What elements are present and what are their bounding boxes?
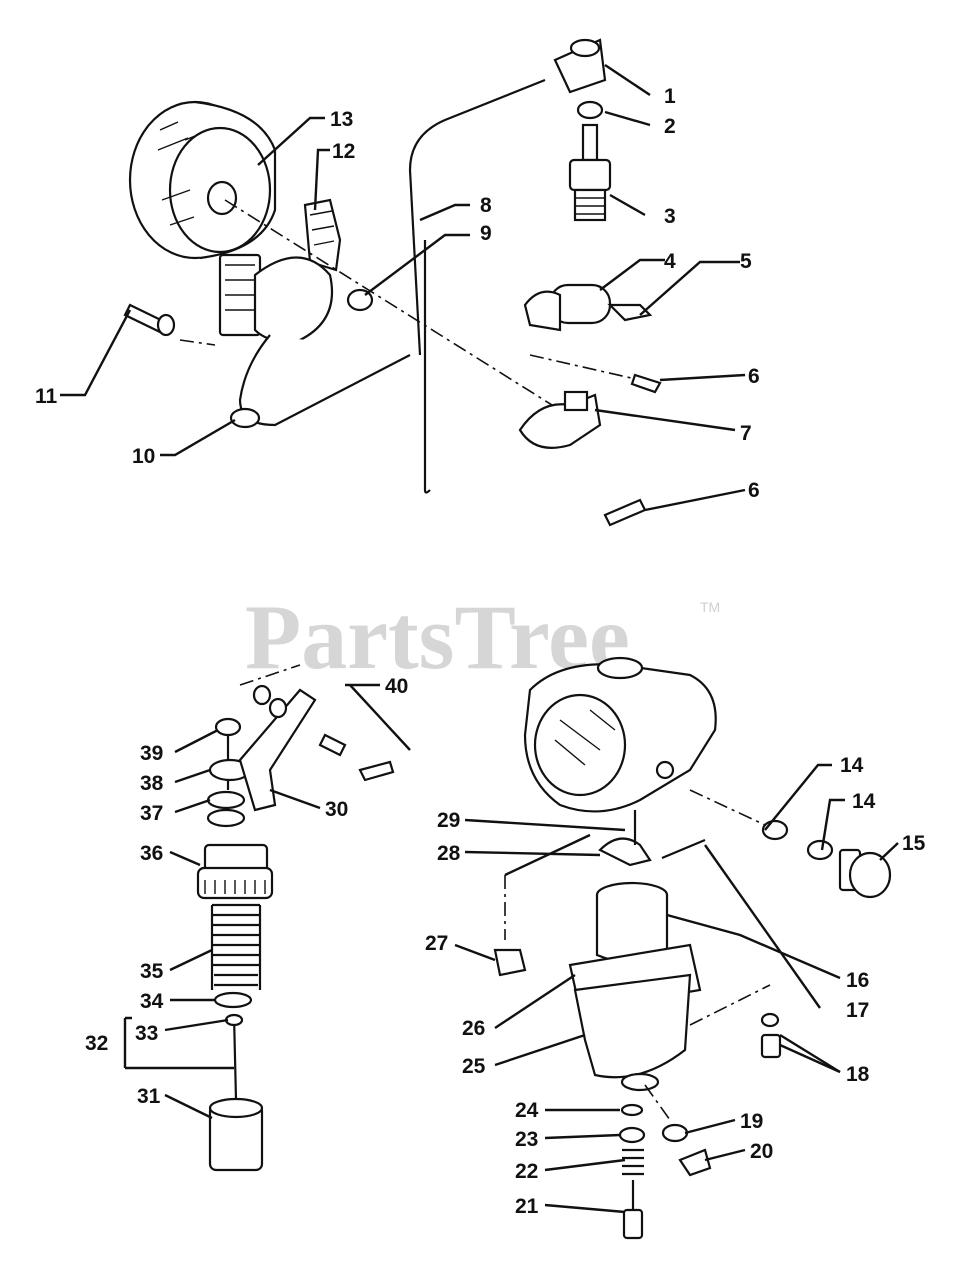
screw-27-part xyxy=(493,948,527,977)
condenser-part xyxy=(523,283,653,332)
callout-16: 16 xyxy=(846,969,869,992)
callout-2: 2 xyxy=(664,115,676,138)
gasket-14b-part xyxy=(806,839,834,861)
plug-20-part xyxy=(678,1148,712,1177)
washer-23-part xyxy=(618,1126,646,1144)
leader-lines xyxy=(60,64,899,1214)
centerline-18 xyxy=(689,984,771,1026)
washer-24-part xyxy=(620,1103,644,1117)
stop-wire-part xyxy=(423,240,431,494)
spark-plug-boot-part xyxy=(553,38,607,94)
callout-6b: 6 xyxy=(748,479,760,502)
ground-wire-part xyxy=(238,334,411,427)
needle-21-part xyxy=(622,1180,644,1240)
float-needle-part xyxy=(598,810,706,867)
callout-36: 36 xyxy=(140,842,163,865)
callout-29: 29 xyxy=(437,809,460,832)
callout-27: 27 xyxy=(425,932,448,955)
carburetor-body-part xyxy=(523,656,717,813)
callout-40: 40 xyxy=(385,675,408,698)
ignition-module-part xyxy=(303,198,342,272)
armature-part xyxy=(218,253,334,343)
callout-9: 9 xyxy=(480,222,492,245)
screw-18-part xyxy=(760,1033,782,1059)
callout-30: 30 xyxy=(325,798,348,821)
callout-8: 8 xyxy=(480,194,492,217)
callout-37: 37 xyxy=(140,802,163,825)
centerline-40 xyxy=(239,664,301,686)
callout-24: 24 xyxy=(515,1099,539,1122)
callout-1: 1 xyxy=(664,85,676,108)
callout-35: 35 xyxy=(140,960,164,983)
callout-33: 33 xyxy=(135,1022,158,1045)
callout-14b: 14 xyxy=(852,790,876,813)
callout-12: 12 xyxy=(332,140,355,163)
callout-15: 15 xyxy=(902,832,926,855)
callout-22: 22 xyxy=(515,1160,538,1183)
spring-22-part xyxy=(622,1148,644,1176)
spark-plug-wire-part xyxy=(408,78,546,356)
bracket-40 xyxy=(349,684,411,751)
callout-25: 25 xyxy=(462,1055,486,1078)
callout-5: 5 xyxy=(740,250,752,273)
callout-13: 13 xyxy=(330,108,353,131)
washer-19-part xyxy=(661,1123,689,1143)
grommet-part xyxy=(229,407,261,429)
centerline-15 xyxy=(689,789,766,826)
washer-18-part xyxy=(760,1012,780,1028)
centerline-6 xyxy=(529,354,641,381)
spark-plug-part xyxy=(568,123,612,222)
centerline-19 xyxy=(644,1084,671,1121)
callout-34: 34 xyxy=(140,990,164,1013)
callout-17: 17 xyxy=(846,999,869,1022)
callout-31: 31 xyxy=(137,1085,161,1108)
callout-18: 18 xyxy=(846,1063,870,1086)
screw-6a-part xyxy=(630,373,662,394)
callout-39: 39 xyxy=(140,742,163,765)
bolt-15-part xyxy=(838,848,892,899)
callout-26: 26 xyxy=(462,1017,485,1040)
callout-6a: 6 xyxy=(748,365,760,388)
flywheel-part xyxy=(128,100,277,260)
watermark-trademark: TM xyxy=(700,599,720,615)
screw-6b-part xyxy=(603,498,647,527)
clip-2-part xyxy=(576,100,604,120)
callout-32: 32 xyxy=(85,1032,108,1055)
callout-4: 4 xyxy=(664,250,676,273)
callout-14a: 14 xyxy=(840,754,864,777)
callout-19: 19 xyxy=(740,1110,763,1133)
callout-10: 10 xyxy=(132,445,155,468)
screw-11-part xyxy=(123,303,176,337)
gasket-14a-part xyxy=(761,819,789,841)
callout-38: 38 xyxy=(140,772,164,795)
needle-valve-assembly xyxy=(196,684,395,1172)
callout-3: 3 xyxy=(664,205,676,228)
callout-7: 7 xyxy=(740,422,752,445)
callout-23: 23 xyxy=(515,1128,538,1151)
callout-11: 11 xyxy=(35,385,58,408)
breaker-points-part xyxy=(518,390,602,449)
centerline-11 xyxy=(179,339,216,346)
float-bowl-part xyxy=(573,973,692,1092)
callout-20: 20 xyxy=(750,1140,773,1163)
callout-28: 28 xyxy=(437,842,461,865)
callout-21: 21 xyxy=(515,1195,539,1218)
callout-labels: 1 2 3 4 5 6 6 7 8 9 10 11 12 13 14 14 15… xyxy=(35,85,926,1218)
centerline-main xyxy=(224,199,561,411)
